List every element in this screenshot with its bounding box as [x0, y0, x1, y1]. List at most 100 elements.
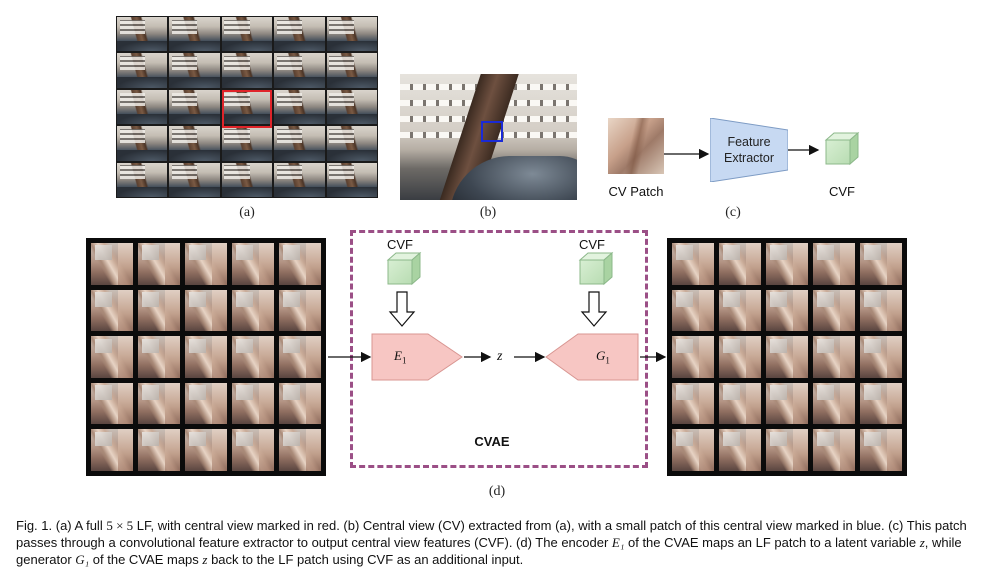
lf-patch-tile	[185, 429, 227, 471]
lf-view-image	[221, 162, 273, 197]
lf-patch-tile	[279, 429, 321, 471]
lf-view-image	[274, 53, 325, 88]
lf-patch-tile	[766, 429, 808, 471]
feature-extractor-label-line1: Feature	[727, 135, 771, 149]
lf-view-image	[221, 53, 273, 88]
cvf-label-c: CVF	[829, 184, 855, 199]
lf-patch-tile	[813, 429, 855, 471]
central-view-marker	[222, 90, 272, 128]
lf-view-image	[169, 89, 220, 125]
lf-view-image	[221, 17, 273, 52]
lf-view-image	[117, 53, 168, 88]
lf-view-image	[221, 89, 273, 125]
output-lf-patch-grid	[667, 238, 907, 476]
figure-caption: Fig. 1. (a) A full 5 × 5 LF, with centra…	[16, 518, 967, 567]
cvf-label-right: CVF	[579, 237, 605, 252]
lf-view-image	[274, 162, 325, 197]
lf-view-image	[274, 17, 325, 52]
lf-view-image	[274, 126, 325, 161]
cvf-cube-right-icon	[578, 251, 614, 286]
lf-view-image	[326, 162, 377, 197]
lf-view-image	[117, 126, 168, 161]
lf-view-image	[326, 17, 377, 52]
lf-patch-tile	[813, 289, 855, 332]
lf-patch-tile	[719, 289, 761, 332]
lf-view-image	[117, 17, 168, 52]
lf-view-image	[326, 53, 377, 88]
lf-view-image	[274, 89, 325, 125]
input-lf-patch-grid	[86, 238, 326, 476]
lf-patch-tile	[672, 429, 714, 471]
lf-view-image	[221, 126, 273, 161]
lf-patch-tile	[672, 243, 714, 285]
latent-variable-label: z	[497, 349, 503, 364]
lf-patch-tile	[232, 382, 274, 425]
lf-patch-tile	[813, 243, 855, 285]
cvf-label-left: CVF	[387, 237, 413, 252]
lf-patch-tile	[279, 289, 321, 332]
lf-patch-tile	[279, 243, 321, 285]
full-light-field-grid	[116, 16, 378, 198]
lf-view-image	[117, 162, 168, 197]
lf-patch-tile	[860, 382, 902, 425]
lf-patch-tile	[138, 243, 180, 285]
subfigure-label-c: (c)	[725, 205, 741, 220]
feature-extractor-block: Feature Extractor	[710, 118, 788, 182]
lf-patch-tile	[719, 429, 761, 471]
lf-patch-tile	[279, 336, 321, 378]
subfigure-label-d: (d)	[488, 484, 506, 499]
lf-patch-tile	[185, 336, 227, 378]
lf-patch-tile	[91, 243, 133, 285]
lf-patch-tile	[232, 336, 274, 378]
generator-label: G1	[596, 348, 610, 366]
lf-patch-tile	[91, 382, 133, 425]
lf-patch-tile	[860, 289, 902, 332]
subfigure-label-a: (a)	[239, 205, 255, 220]
cvf-cube-left-icon	[386, 251, 422, 286]
lf-patch-tile	[91, 429, 133, 471]
lf-patch-tile	[719, 243, 761, 285]
cvae-dashed-box	[350, 230, 648, 468]
encoder-e1-block	[371, 333, 463, 381]
lf-view-image	[169, 162, 220, 197]
lf-view-image	[169, 126, 220, 161]
lf-patch-tile	[138, 289, 180, 332]
lf-patch-tile	[91, 336, 133, 378]
cvf-cube-c-icon	[824, 131, 860, 166]
feature-extractor-label-line2: Extractor	[723, 151, 774, 165]
cv-patch-marker	[481, 121, 503, 142]
lf-patch-tile	[719, 336, 761, 378]
lf-view-image	[169, 17, 220, 52]
hollow-arrow-right-icon	[580, 291, 608, 327]
cv-patch-image	[608, 118, 664, 174]
lf-view-image	[117, 89, 168, 125]
cvae-title: CVAE	[474, 434, 510, 449]
lf-patch-tile	[672, 382, 714, 425]
cv-patch-label: CV Patch	[608, 184, 664, 199]
lf-patch-tile	[232, 243, 274, 285]
subfigure-label-b: (b)	[479, 205, 497, 220]
lf-patch-tile	[672, 289, 714, 332]
encoder-label: E1	[394, 348, 407, 366]
lf-patch-tile	[860, 429, 902, 471]
lf-patch-tile	[138, 382, 180, 425]
lf-patch-tile	[279, 382, 321, 425]
hollow-arrow-left-icon	[388, 291, 416, 327]
generator-g1-block	[545, 333, 639, 381]
lf-patch-tile	[232, 429, 274, 471]
lf-view-image	[326, 126, 377, 161]
lf-patch-tile	[860, 243, 902, 285]
lf-patch-tile	[672, 336, 714, 378]
lf-patch-tile	[232, 289, 274, 332]
lf-patch-tile	[138, 336, 180, 378]
lf-patch-tile	[813, 336, 855, 378]
lf-view-image	[169, 53, 220, 88]
lf-patch-tile	[766, 243, 808, 285]
lf-patch-tile	[766, 289, 808, 332]
lf-patch-tile	[185, 243, 227, 285]
lf-view-image	[326, 89, 377, 125]
lf-patch-tile	[766, 382, 808, 425]
lf-patch-tile	[91, 289, 133, 332]
lf-patch-tile	[185, 382, 227, 425]
